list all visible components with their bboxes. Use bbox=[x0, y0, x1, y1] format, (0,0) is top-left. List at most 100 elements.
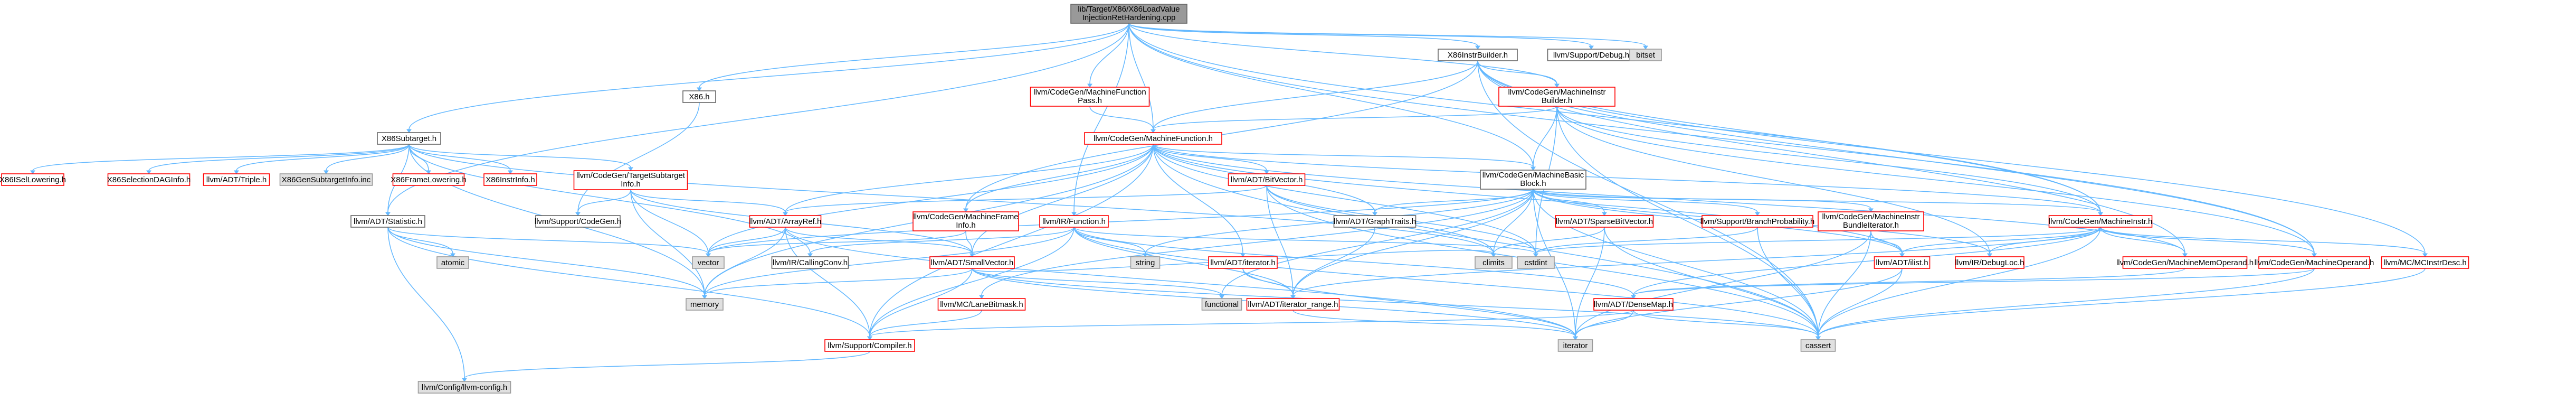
node-adttriple[interactable]: llvm/ADT/Triple.h bbox=[203, 173, 270, 186]
edge-cgtsi-to-adtarrayref bbox=[630, 189, 788, 216]
node-x86instrinfo[interactable]: X86InstrInfo.h bbox=[483, 173, 537, 186]
edge-cgmfi-to-adtsmallvector bbox=[965, 230, 975, 257]
node-x86framelowering[interactable]: X86FrameLowering.h bbox=[391, 173, 467, 186]
node-adtbitvector[interactable]: llvm/ADT/BitVector.h bbox=[1228, 173, 1306, 186]
node-adtiterrange[interactable]: llvm/ADT/iterator_range.h bbox=[1246, 298, 1340, 311]
node-box bbox=[1557, 339, 1593, 352]
node-supportcodegen[interactable]: llvm/Support/CodeGen.h bbox=[535, 215, 621, 228]
edge-root-to-cgmfpass bbox=[1087, 23, 1129, 88]
node-label: llvm/CodeGen/MachineFunction.h bbox=[1094, 134, 1213, 143]
node-label: iterator bbox=[1563, 341, 1588, 350]
node-box bbox=[1498, 87, 1615, 107]
edge-cgmib-to-cgmf bbox=[1151, 106, 1557, 133]
edge-x86subtarget-to-x86seldag bbox=[146, 144, 410, 174]
node-x86isellowering[interactable]: X86ISelLowering.h bbox=[0, 173, 66, 186]
node-adtgraphtraits[interactable]: llvm/ADT/GraphTraits.h bbox=[1333, 215, 1417, 228]
node-box bbox=[417, 381, 511, 394]
node-label: llvm/Support/Compiler.h bbox=[828, 341, 911, 350]
node-vector[interactable]: vector bbox=[692, 256, 725, 269]
edge-cgmbb-to-cgmi bbox=[1533, 189, 2103, 216]
node-cassert[interactable]: cassert bbox=[1800, 339, 1836, 352]
node-cgmmo[interactable]: llvm/CodeGen/MachineMemOperand.h bbox=[2116, 256, 2254, 269]
node-x86geninfo[interactable]: X86GenSubtargetInfo.inc bbox=[279, 173, 373, 186]
node-string[interactable]: string bbox=[1130, 256, 1161, 269]
edge-cgmf-to-adtbitvector bbox=[1153, 144, 1269, 174]
node-label: llvm/Support/CodeGen.h bbox=[535, 217, 621, 226]
node-box bbox=[771, 256, 849, 269]
node-box bbox=[1030, 87, 1150, 107]
node-x86subtarget[interactable]: X86Subtarget.h bbox=[377, 132, 441, 145]
node-cstdint[interactable]: cstdint bbox=[1517, 256, 1555, 269]
node-cgmibi[interactable]: llvm/CodeGen/MachineInstrBundleIterator.… bbox=[1818, 211, 1924, 231]
node-label: llvm/CodeGen/MachineInstr bbox=[1822, 212, 1919, 221]
node-adtiterator[interactable]: llvm/ADT/iterator.h bbox=[1208, 256, 1278, 269]
node-mclanebitmask[interactable]: llvm/MC/LaneBitmask.h bbox=[937, 298, 1026, 311]
node-supportdebug[interactable]: llvm/Support/Debug.h bbox=[1547, 49, 1636, 61]
node-x86instrbuilder[interactable]: X86InstrBuilder.h bbox=[1438, 49, 1518, 61]
node-label: functional bbox=[1205, 300, 1239, 309]
node-supportbp[interactable]: llvm/Support/BranchProbability.h bbox=[1700, 215, 1815, 228]
node-supportcompiler[interactable]: llvm/Support/Compiler.h bbox=[824, 339, 915, 352]
node-x86seldag[interactable]: X86SelectionDAGInfo.h bbox=[107, 173, 191, 186]
node-label: vector bbox=[698, 258, 719, 267]
node-bitset[interactable]: bitset bbox=[1629, 49, 1662, 61]
edge-cgmf-to-adtsmallvector bbox=[969, 144, 1154, 257]
node-root[interactable]: lib/Target/X86/X86LoadValueInjectionRetH… bbox=[1070, 4, 1187, 24]
node-cgmi[interactable]: llvm/CodeGen/MachineInstr.h bbox=[2049, 215, 2153, 228]
node-box bbox=[824, 339, 915, 352]
edge-root-to-cgmbb bbox=[1128, 23, 1536, 171]
edge-adtdensemap-to-cassert bbox=[1633, 310, 1821, 340]
node-x86h[interactable]: X86.h bbox=[682, 90, 716, 103]
edge-x86subtarget-to-cgtsi bbox=[408, 144, 633, 171]
node-llvmconfig[interactable]: llvm/Config/llvm-config.h bbox=[417, 381, 511, 394]
node-label: InjectionRetHardening.cpp bbox=[1082, 13, 1176, 22]
node-atomic[interactable]: atomic bbox=[436, 256, 469, 269]
node-irdebugloc[interactable]: llvm/IR/DebugLoc.h bbox=[1955, 256, 2024, 269]
edge-cgmmo-to-adtdensemap bbox=[1631, 268, 2185, 299]
node-ircallingconv[interactable]: llvm/IR/CallingConv.h bbox=[771, 256, 849, 269]
node-adtstatistic[interactable]: llvm/ADT/Statistic.h bbox=[350, 215, 425, 228]
node-memory[interactable]: memory bbox=[686, 298, 724, 311]
edge-cgmf-to-vector bbox=[706, 144, 1154, 257]
node-box bbox=[1874, 256, 1931, 269]
node-label: lib/Target/X86/X86LoadValue bbox=[1078, 5, 1180, 14]
edge-cgmi-to-cgmmo bbox=[2100, 227, 2188, 257]
node-label: llvm/ADT/SparseBitVector.h bbox=[1556, 217, 1653, 226]
edge-adtarrayref-to-adtsmallvector bbox=[785, 227, 975, 257]
node-adtdensemap[interactable]: llvm/ADT/DenseMap.h bbox=[1593, 298, 1674, 311]
edge-cgmi-to-mcinstrdesc bbox=[2100, 227, 2428, 257]
node-functional[interactable]: functional bbox=[1201, 298, 1242, 311]
node-box bbox=[937, 298, 1026, 311]
node-adtilist[interactable]: llvm/ADT/ilist.h bbox=[1874, 256, 1931, 269]
node-box bbox=[2122, 256, 2248, 269]
edge-cgmi-to-cgmo bbox=[2100, 227, 2317, 257]
node-label: llvm/MC/MCInstrDesc.h bbox=[2383, 258, 2467, 267]
node-mcinstrdesc[interactable]: llvm/MC/MCInstrDesc.h bbox=[2381, 256, 2469, 269]
node-box bbox=[1246, 298, 1340, 311]
edge-adtarrayref-to-iterator bbox=[785, 227, 1578, 340]
edge-cgmib-to-cgmi bbox=[1556, 106, 2103, 216]
node-box bbox=[573, 170, 688, 190]
node-climits[interactable]: climits bbox=[1475, 256, 1513, 269]
node-cgmf[interactable]: llvm/CodeGen/MachineFunction.h bbox=[1084, 132, 1222, 145]
node-box bbox=[107, 173, 191, 186]
node-cgmo[interactable]: llvm/CodeGen/MachineOperand.h bbox=[2255, 256, 2374, 269]
node-adtarrayref[interactable]: llvm/ADT/ArrayRef.h bbox=[749, 215, 822, 228]
edge-x86instrbuilder-to-cgmib bbox=[1477, 60, 1560, 88]
node-adtsmallvector[interactable]: llvm/ADT/SmallVector.h bbox=[929, 256, 1015, 269]
node-box bbox=[1517, 256, 1555, 269]
node-label: cassert bbox=[1805, 341, 1831, 350]
node-label: Builder.h bbox=[1542, 96, 1572, 105]
edge-cgmib-to-irdebugloc bbox=[1556, 106, 1992, 257]
node-label: X86GenSubtargetInfo.inc bbox=[282, 175, 371, 184]
node-adtsparsebv[interactable]: llvm/ADT/SparseBitVector.h bbox=[1555, 215, 1654, 228]
node-label: X86.h bbox=[689, 92, 709, 101]
node-iterator[interactable]: iterator bbox=[1557, 339, 1593, 352]
node-irfunction[interactable]: llvm/IR/Function.h bbox=[1039, 215, 1109, 228]
